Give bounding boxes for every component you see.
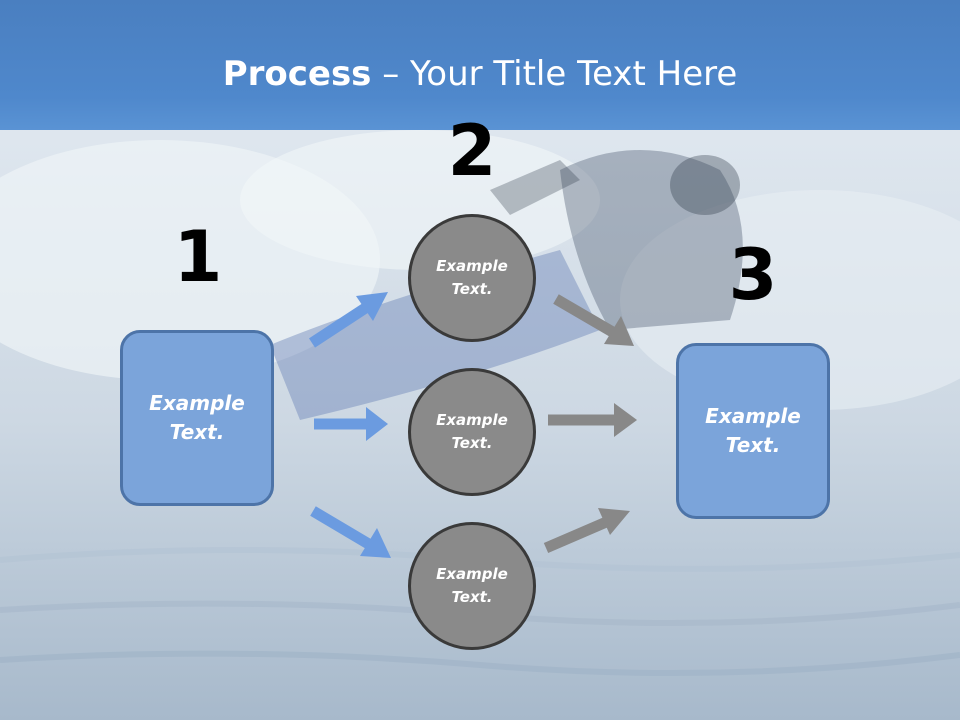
title-bold: Process: [222, 54, 372, 94]
title-rest: – Your Title Text Here: [371, 54, 738, 94]
arrow-middle-to-right: [548, 403, 637, 437]
step-number-1: 1: [173, 216, 223, 298]
circle-middle-label: Example Text.: [436, 411, 508, 452]
box-right[interactable]: Example Text.: [676, 343, 830, 519]
circle-bottom-label: Example Text.: [436, 565, 508, 606]
step-number-3: 3: [728, 234, 778, 316]
slide-title: Process – Your Title Text Here: [0, 52, 960, 96]
arrow-left-to-top: [308, 292, 388, 348]
arrow-bottom-to-right: [543, 508, 630, 554]
box-left-label: Example Text.: [149, 391, 245, 444]
header-bar: [0, 0, 960, 130]
box-left[interactable]: Example Text.: [120, 330, 274, 506]
arrow-top-to-right: [553, 294, 634, 346]
circle-middle[interactable]: Example Text.: [408, 368, 536, 496]
circle-bottom[interactable]: Example Text.: [408, 522, 536, 650]
arrow-left-to-bottom: [310, 506, 391, 558]
circle-top-label: Example Text.: [436, 257, 508, 298]
arrow-left-to-middle: [314, 407, 388, 441]
box-right-label: Example Text.: [705, 404, 801, 457]
circle-top[interactable]: Example Text.: [408, 214, 536, 342]
step-number-2: 2: [447, 110, 497, 192]
